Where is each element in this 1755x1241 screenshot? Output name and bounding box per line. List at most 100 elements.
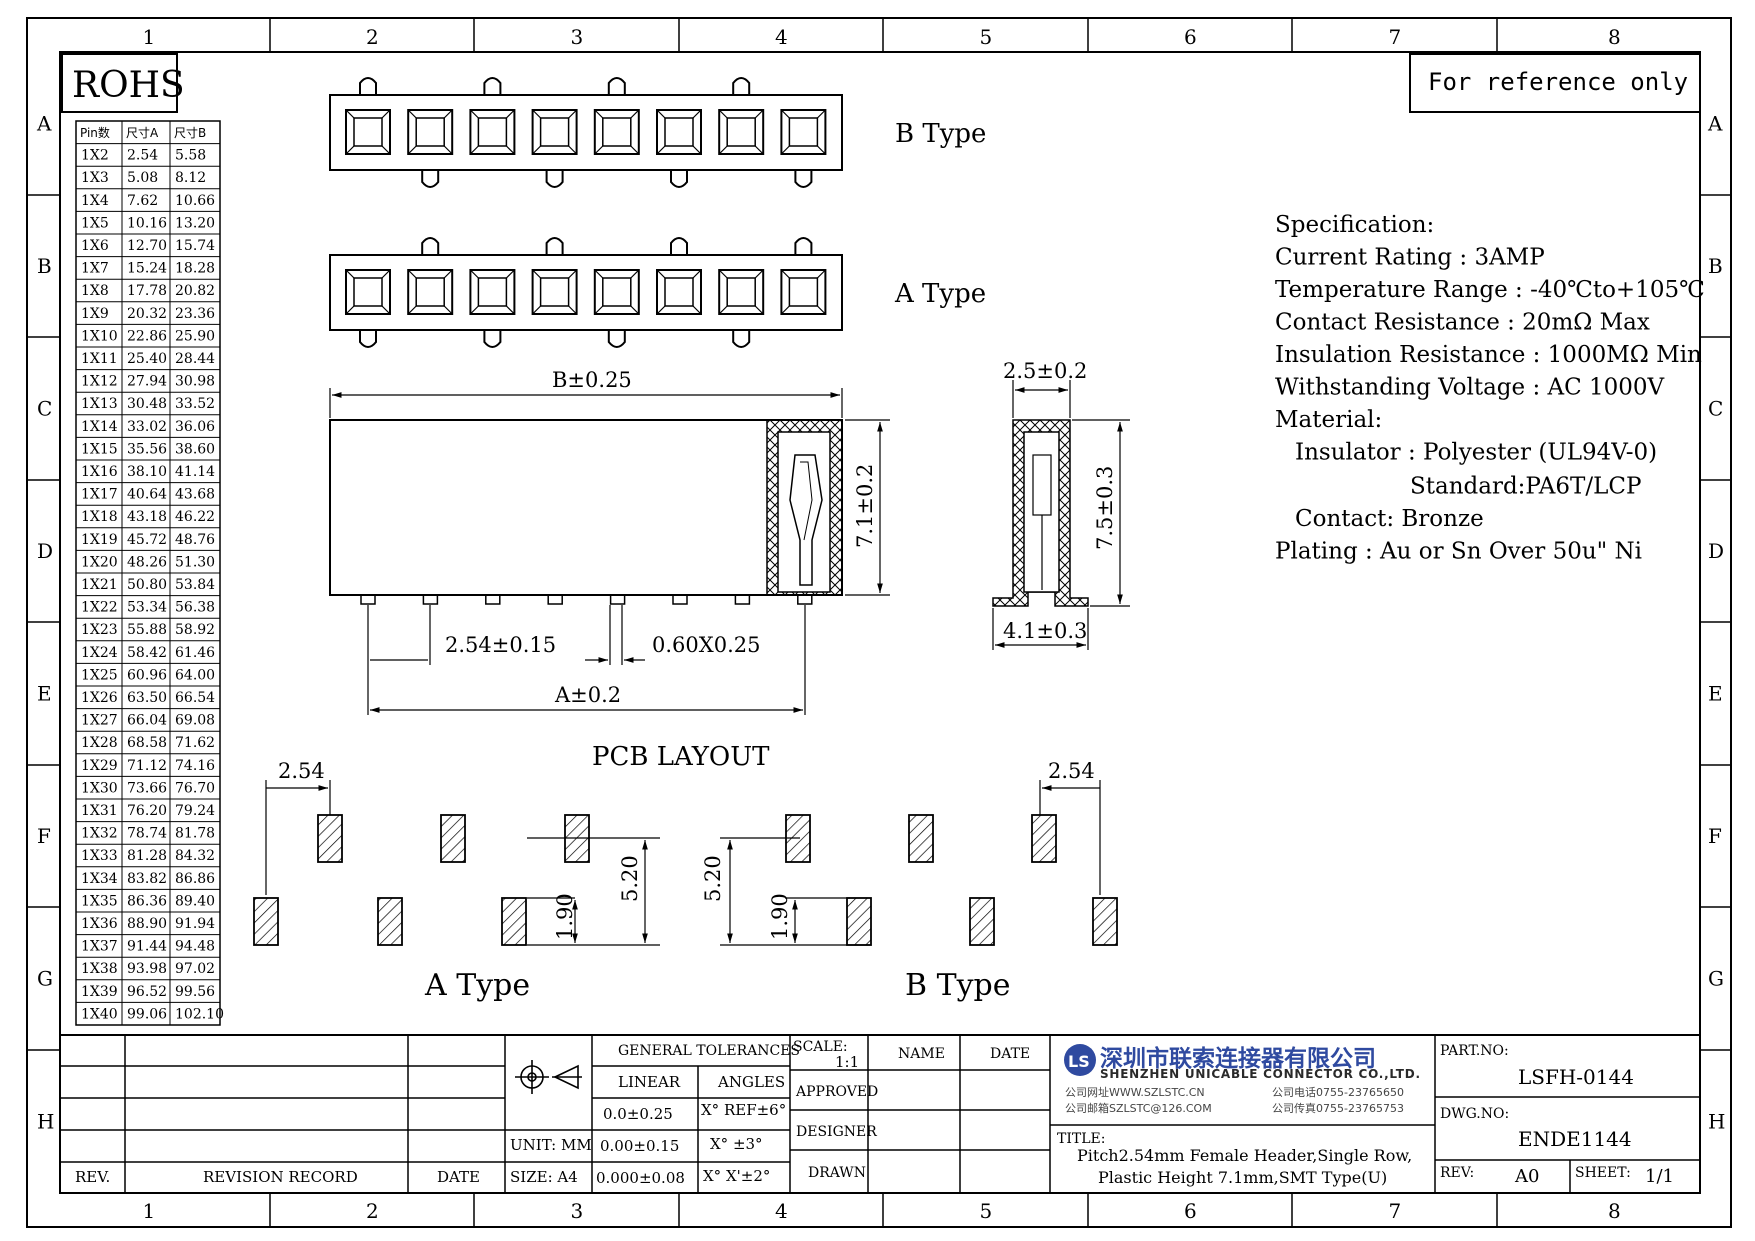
pin-table-cell: 1X30 [81, 780, 118, 796]
zone-col-top: 6 [1184, 25, 1197, 49]
pin-table-cell: 81.78 [175, 826, 215, 842]
pin-table-cell: 55.88 [127, 622, 167, 638]
pin-table-cell: 66.54 [175, 690, 215, 706]
pin-table-cell: 40.64 [127, 487, 167, 503]
pin-table-cell: 68.58 [127, 735, 167, 751]
pin-table-header: Pin数 [80, 125, 110, 140]
dim-b: B±0.25 [552, 368, 632, 392]
zone-row-left: A [36, 112, 52, 136]
company-tel: 公司电话0755-23765650 [1272, 1086, 1404, 1099]
zone-row-left: H [37, 1110, 54, 1134]
pin-table-cell: 61.46 [175, 645, 215, 661]
pin-table-header: 尺寸B [174, 126, 206, 140]
pin-table-cell: 66.04 [127, 713, 167, 729]
zone-row-right: C [1708, 397, 1723, 421]
company-fax: 公司传真0755-23765753 [1272, 1101, 1404, 1115]
pin-table-cell: 99.06 [127, 1006, 167, 1022]
zone-row-right: A [1707, 112, 1723, 136]
dim-foot: 4.1±0.3 [1003, 619, 1087, 643]
pin-table-cell: 18.28 [175, 261, 215, 277]
pin-table-cell: 58.42 [127, 645, 167, 661]
dim-side-height: 7.5±0.3 [1093, 466, 1117, 550]
zone-row-right: E [1708, 682, 1723, 706]
dim-pcb-pad-b: 1.90 [768, 893, 792, 940]
pin-table-cell: 5.08 [127, 170, 158, 186]
spec-line: Standard:PA6T/LCP [1410, 474, 1641, 500]
pin-table-cell: 1X2 [81, 148, 109, 164]
spec-line: Insulation Resistance : 1000MΩ Min [1275, 342, 1702, 368]
zone-col-bottom: 1 [143, 1199, 156, 1223]
tb-size: SIZE: A4 [510, 1168, 578, 1186]
pin-table-cell: 1X28 [81, 735, 118, 751]
pin-table-cell: 1X35 [81, 893, 118, 909]
svg-text:LS: LS [1068, 1052, 1090, 1071]
pin-table-cell: 79.24 [175, 803, 215, 819]
pin-table-cell: 1X32 [81, 826, 118, 842]
company-cn: 深圳市联索连接器有限公司 [1100, 1045, 1376, 1072]
pin-table-cell: 1X18 [81, 509, 118, 525]
pin-table-cell: 38.60 [175, 441, 215, 457]
pin-table-cell: 1X20 [81, 554, 118, 570]
pcb-a-type-label: A Type [424, 968, 530, 1003]
zone-col-top: 1 [143, 25, 156, 49]
zone-col-top: 5 [980, 25, 993, 49]
pin-table-cell: 63.50 [127, 690, 167, 706]
pin-table-cell: 1X14 [81, 419, 118, 435]
pin-table-cell: 43.18 [127, 509, 167, 525]
pin-table-cell: 1X39 [81, 984, 118, 1000]
pcb-dimensions [265, 780, 1101, 946]
pin-table-cell: 1X7 [81, 261, 109, 277]
pin-table-cell: 1X9 [81, 306, 109, 322]
dim-pcb-pad-a: 1.90 [553, 893, 577, 940]
pin-table-cell: 25.40 [127, 351, 167, 367]
spec-line: Current Rating : 3AMP [1275, 245, 1545, 271]
tb-dwg-value: ENDE1144 [1518, 1127, 1632, 1151]
pin-table-cell: 1X27 [81, 713, 118, 729]
spec-line: Material: [1275, 407, 1382, 433]
zone-row-right: D [1708, 539, 1724, 563]
pin-table-cell: 1X19 [81, 532, 118, 548]
pin-table-cell: 1X21 [81, 577, 118, 593]
pin-table-cell: 1X26 [81, 690, 118, 706]
zone-row-left: G [37, 967, 53, 991]
pin-table-cell: 71.62 [175, 735, 215, 751]
pcb-pad [846, 897, 872, 946]
tb-approved: APPROVED [795, 1084, 878, 1100]
pcb-pad [440, 814, 466, 863]
pin-table-cell: 86.36 [127, 893, 167, 909]
projection-symbol [515, 1060, 582, 1094]
pin-table-cell: 36.06 [175, 419, 215, 435]
dim-pcb-pitch-a: 2.54 [278, 759, 325, 783]
pin-table-cell: 13.20 [175, 215, 215, 231]
tb-ang2: X° ±3° [710, 1135, 763, 1153]
pin-table-cell: 12.70 [127, 238, 167, 254]
pin-table-cell: 1X11 [81, 351, 118, 367]
pin-table-cell: 58.92 [175, 622, 215, 638]
reference-note: For reference only [1428, 68, 1688, 96]
pin-table-cell: 102.10 [175, 1006, 224, 1022]
pin-table-cell: 76.70 [175, 780, 215, 796]
tb-date2: DATE [990, 1046, 1030, 1062]
pcb-pad [377, 897, 403, 946]
zone-col-top: 2 [366, 25, 379, 49]
zone-col-bottom: 4 [775, 1199, 788, 1223]
tb-scale-value: 1:1 [835, 1053, 859, 1071]
pin-table-cell: 25.90 [175, 328, 215, 344]
tb-lin1: 0.0±0.25 [603, 1105, 673, 1123]
zone-row-right: G [1708, 967, 1724, 991]
pin-table-cell: 38.10 [127, 464, 167, 480]
pin-table-cell: 93.98 [127, 961, 167, 977]
tb-name: NAME [898, 1046, 945, 1062]
pcb-pad [253, 897, 279, 946]
zone-row-right: B [1708, 254, 1723, 278]
tb-ang1: X° REF±6° [701, 1101, 786, 1119]
dim-a: A±0.2 [554, 683, 621, 707]
tb-rev: REV. [75, 1168, 110, 1186]
pin-table-cell: 8.12 [175, 170, 206, 186]
tb-date: DATE [437, 1168, 480, 1186]
pcb-layout-title: PCB LAYOUT [592, 742, 770, 772]
pin-table-cell: 46.22 [175, 509, 215, 525]
spec-line: Temperature Range : -40℃to+105℃ [1275, 277, 1705, 303]
